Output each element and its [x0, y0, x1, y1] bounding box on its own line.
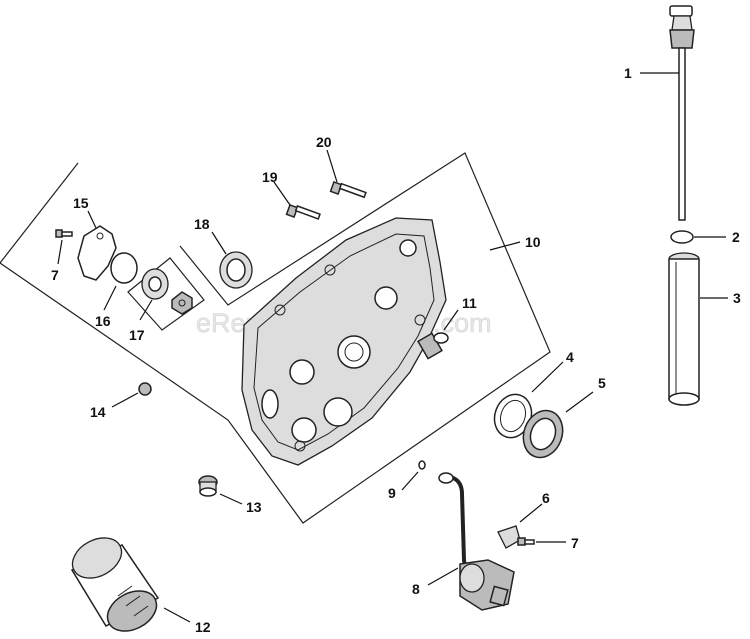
screw-7-upper: [55, 229, 73, 238]
leader-10: [489, 241, 521, 251]
oil-seal-18: [219, 251, 253, 289]
callout-6: 6: [542, 490, 550, 506]
bracket: [497, 525, 521, 549]
leader-18: [211, 231, 227, 255]
leader-4: [531, 361, 564, 393]
leader-8: [427, 567, 459, 586]
closure-plate: [241, 217, 447, 466]
callout-20: 20: [316, 134, 332, 150]
o-ring-small: [418, 460, 426, 470]
bearing-nut-kit: [127, 257, 205, 331]
leader-11: [443, 309, 459, 331]
oil-filter: [70, 537, 160, 632]
leader-14: [111, 392, 139, 408]
callout-7-upper: 7: [51, 267, 59, 283]
o-ring: [670, 230, 694, 244]
leader-13: [219, 493, 243, 505]
callout-11: 11: [462, 295, 477, 311]
callout-1: 1: [624, 65, 632, 81]
callout-10: 10: [525, 234, 541, 250]
callout-12: 12: [195, 619, 211, 635]
callout-19: 19: [262, 169, 278, 185]
leader-19: [273, 181, 291, 206]
screw-20: [329, 180, 367, 199]
plug-14: [138, 382, 152, 396]
gasket-ring: [110, 252, 138, 284]
callout-2: 2: [732, 229, 740, 245]
screw-7-lower: [517, 537, 535, 546]
leader-15: [87, 210, 97, 229]
oil-sensor: [438, 472, 515, 611]
leader-5: [565, 391, 594, 413]
callout-8: 8: [412, 581, 420, 597]
callout-13: 13: [246, 499, 262, 515]
callout-9: 9: [388, 485, 396, 501]
callout-17: 17: [129, 327, 145, 343]
callout-15: 15: [73, 195, 89, 211]
assembly-frame: [0, 152, 551, 524]
callout-7-lower: 7: [571, 535, 579, 551]
callout-14: 14: [90, 404, 106, 420]
drain-plug: [198, 475, 218, 497]
leader-17: [139, 299, 153, 321]
dipstick: [669, 5, 695, 221]
callout-3: 3: [733, 290, 741, 306]
leader-7-upper: [57, 239, 63, 265]
cover: [77, 225, 117, 281]
callout-18: 18: [194, 216, 210, 232]
callout-4: 4: [566, 349, 574, 365]
fitting: [417, 332, 449, 360]
leader-6: [519, 503, 543, 523]
leader-16: [103, 285, 117, 311]
screw-19: [285, 203, 321, 220]
leader-9: [401, 471, 419, 491]
dipstick-tube: [668, 252, 700, 406]
callout-5: 5: [598, 375, 606, 391]
callout-16: 16: [95, 313, 111, 329]
seal-5: [522, 409, 564, 459]
leader-12: [163, 607, 191, 623]
leader-20: [326, 149, 338, 183]
